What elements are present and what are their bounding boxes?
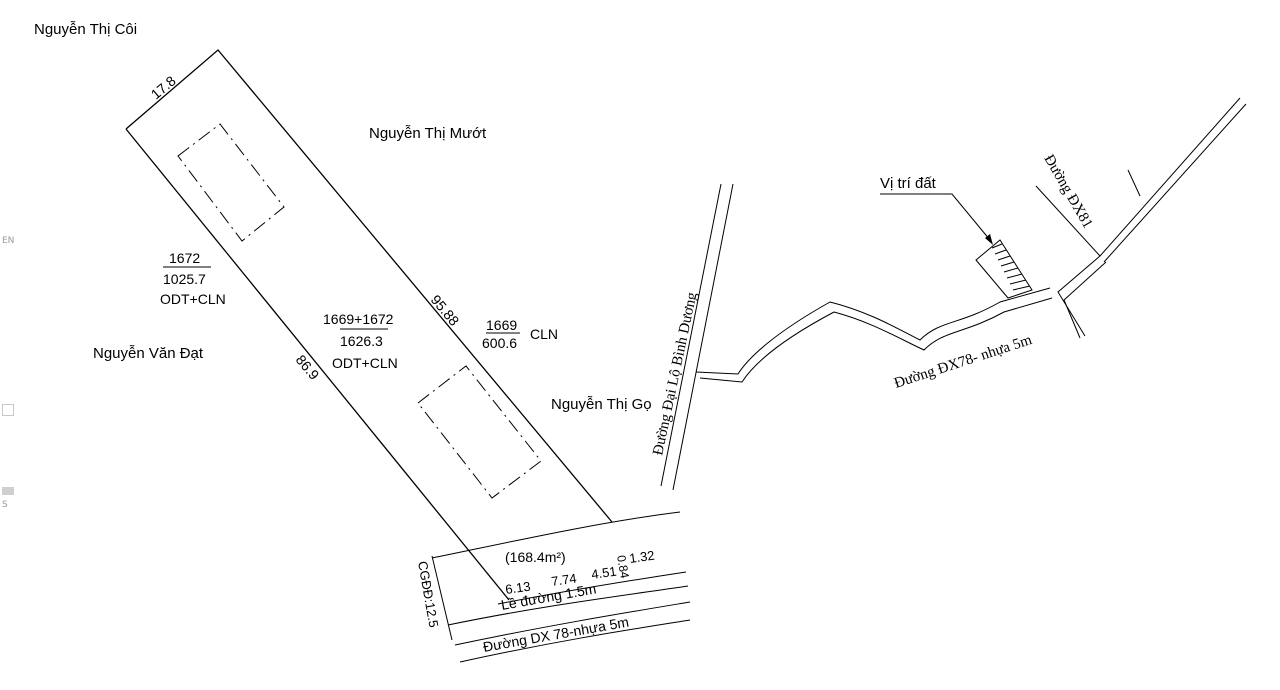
owner-right-lower: Nguyễn Thị Gọ [551, 396, 652, 413]
left-parcel-use: ODT+CLN [160, 291, 226, 307]
dim-d3: 4.51 [590, 564, 617, 582]
main-parcel-number: 1669+1672 [323, 311, 394, 327]
folder-icon[interactable] [2, 487, 14, 495]
road-strips [431, 511, 691, 663]
building-footprint-lower [417, 365, 542, 499]
cgdd-label: CGĐĐ:12.5 [415, 560, 441, 629]
right-parcel-number: 1669 [486, 317, 517, 333]
dx78-road-label: Đường DX 78-nhựa 5m [482, 614, 630, 655]
main-parcel-area: 1626.3 [340, 333, 383, 349]
dim-right-side: 95.88 [428, 292, 463, 329]
building-footprint-upper [177, 123, 285, 242]
road-area: (168.4m²) [505, 549, 566, 565]
dim-d2: 7.74 [550, 571, 577, 589]
parcel-outline [125, 49, 613, 601]
hatched-plot [991, 243, 1031, 291]
owner-left: Nguyễn Văn Đạt [93, 345, 204, 362]
language-label[interactable]: EN [2, 236, 15, 246]
dai-lo-road-label: Đường Đại Lộ Bình Dương [650, 290, 700, 456]
dim-d1: 6.13 [504, 579, 531, 597]
left-parcel-number: 1672 [169, 250, 200, 266]
right-parcel-area: 600.6 [482, 335, 517, 351]
main-parcel-use: ODT+CLN [332, 355, 398, 371]
dx81-road-label: Đường ĐX81 [1041, 152, 1096, 231]
right-parcel-use: CLN [530, 326, 558, 342]
left-parcel-area: 1025.7 [163, 271, 206, 287]
location-map [660, 97, 1247, 491]
owner-top-left: Nguyễn Thị Côi [34, 21, 137, 38]
owner-top-right: Nguyễn Thị Mướt [369, 125, 487, 142]
dx78-map-road-label: Đường ĐX78- nhựa 5m [892, 332, 1034, 392]
location-label: Vị trí đất [880, 175, 937, 192]
side-s-label: S [2, 500, 8, 510]
dim-left-side: 86.9 [293, 352, 323, 383]
home-icon[interactable] [2, 404, 14, 416]
dim-d5: 0.84 [614, 554, 632, 580]
dim-d4: 1.32 [628, 548, 655, 566]
arrow-icon [985, 234, 993, 245]
